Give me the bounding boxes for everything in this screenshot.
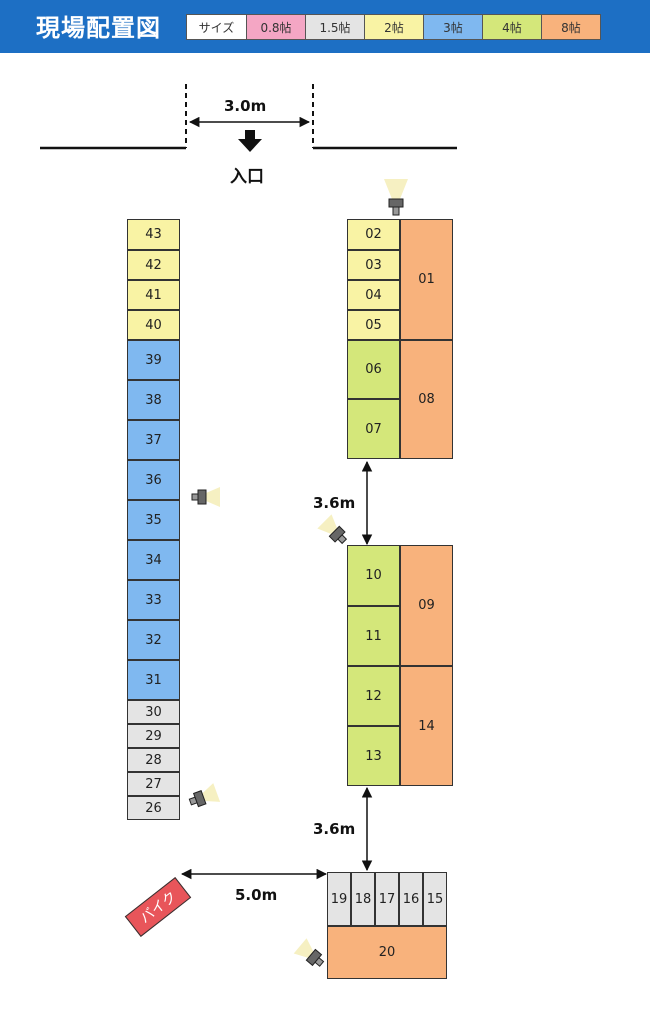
- light-icon: [317, 514, 348, 545]
- storage-unit-02: 02: [347, 219, 400, 250]
- storage-unit-33: 33: [127, 580, 180, 620]
- storage-unit-06: 06: [347, 340, 400, 399]
- storage-unit-31: 31: [127, 660, 180, 700]
- storage-unit-20: 20: [327, 926, 447, 979]
- storage-unit-08: 08: [400, 340, 453, 459]
- legend-item: サイズ: [187, 15, 246, 39]
- storage-unit-13: 13: [347, 726, 400, 786]
- entrance-label: 入口: [230, 167, 264, 187]
- storage-unit-04: 04: [347, 280, 400, 310]
- storage-unit-10: 10: [347, 545, 400, 606]
- light-icon: [188, 783, 221, 808]
- storage-unit-40: 40: [127, 310, 180, 340]
- page-title: 現場配置図: [36, 14, 161, 42]
- legend-item: 4帖: [482, 15, 541, 39]
- storage-unit-14: 14: [400, 666, 453, 786]
- legend-item: 2帖: [364, 15, 423, 39]
- storage-unit-11: 11: [347, 606, 400, 666]
- storage-unit-28: 28: [127, 748, 180, 772]
- gap-bottom-label: 5.0m: [235, 886, 278, 904]
- storage-unit-38: 38: [127, 380, 180, 420]
- storage-unit-39: 39: [127, 340, 180, 380]
- storage-unit-16: 16: [399, 872, 423, 926]
- storage-unit-34: 34: [127, 540, 180, 580]
- storage-unit-15: 15: [423, 872, 447, 926]
- storage-unit-03: 03: [347, 250, 400, 280]
- storage-unit-36: 36: [127, 460, 180, 500]
- storage-unit-30: 30: [127, 700, 180, 724]
- light-icon: [191, 487, 220, 507]
- legend-item: 8帖: [541, 15, 600, 39]
- legend-item: 1.5帖: [305, 15, 364, 39]
- storage-unit-27: 27: [127, 772, 180, 796]
- storage-unit-12: 12: [347, 666, 400, 726]
- storage-unit-05: 05: [347, 310, 400, 340]
- storage-unit-18: 18: [351, 872, 375, 926]
- light-icon: [293, 938, 325, 967]
- storage-unit-35: 35: [127, 500, 180, 540]
- storage-unit-17: 17: [375, 872, 399, 926]
- storage-unit-37: 37: [127, 420, 180, 460]
- entrance-width-label: 3.0m: [224, 97, 267, 115]
- storage-unit-43: 43: [127, 219, 180, 250]
- storage-unit-42: 42: [127, 250, 180, 280]
- entrance-down-arrow-icon: [238, 130, 262, 152]
- storage-unit-07: 07: [347, 399, 400, 459]
- storage-unit-09: 09: [400, 545, 453, 666]
- storage-unit-32: 32: [127, 620, 180, 660]
- gap-upper-label: 3.6m: [313, 494, 356, 512]
- legend-item: 0.8帖: [246, 15, 305, 39]
- storage-unit-26: 26: [127, 796, 180, 820]
- storage-unit-19: 19: [327, 872, 351, 926]
- storage-unit-01: 01: [400, 219, 453, 340]
- gap-lower-label: 3.6m: [313, 820, 356, 838]
- storage-unit-41: 41: [127, 280, 180, 310]
- storage-unit-29: 29: [127, 724, 180, 748]
- legend-item: 3帖: [423, 15, 482, 39]
- light-icon: [384, 179, 408, 216]
